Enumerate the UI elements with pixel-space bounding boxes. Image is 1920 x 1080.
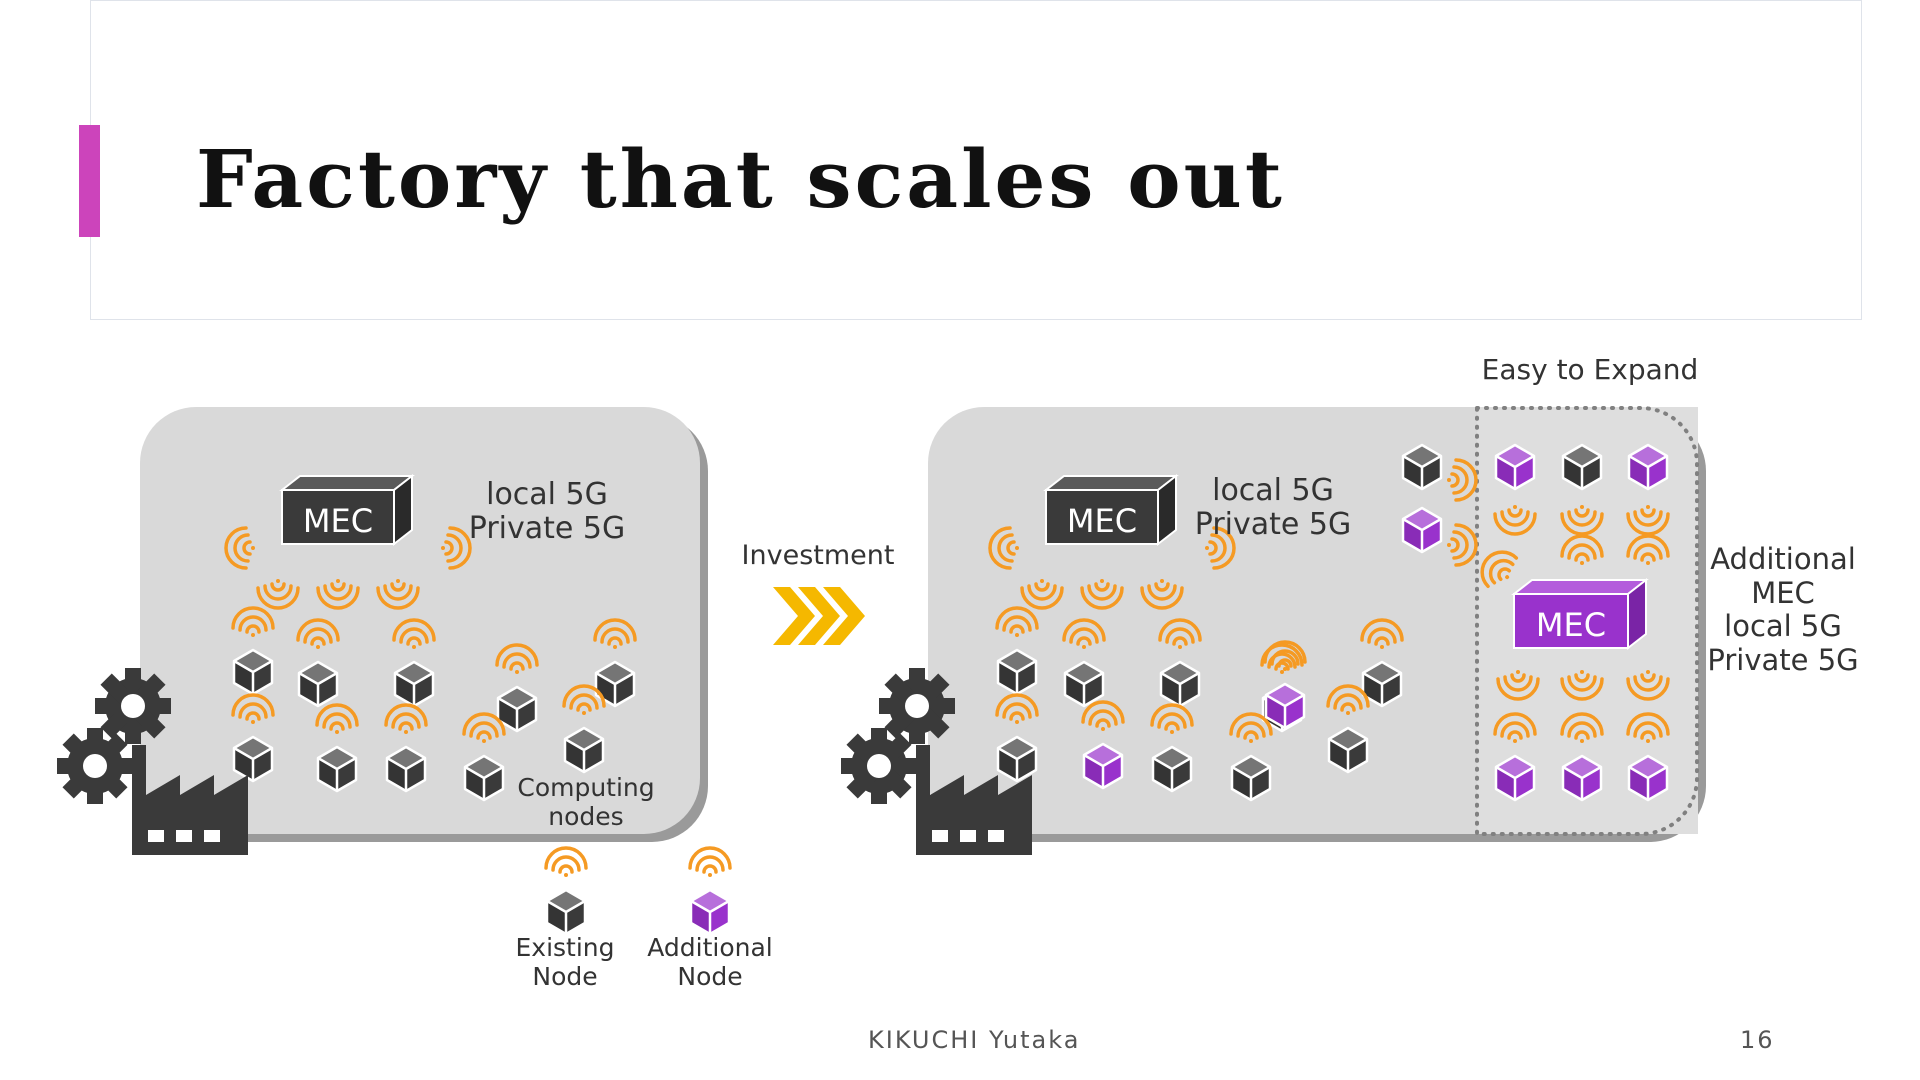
left-network-label: local 5G Private 5G [452, 477, 642, 547]
left-computing-nodes [231, 606, 637, 802]
legend-icons [544, 846, 732, 936]
cube-icon [996, 648, 1038, 696]
cube-icon [463, 754, 505, 802]
right-mec-label: MEC [1066, 502, 1138, 540]
legend-additional-label-line2: Node [677, 961, 743, 991]
title-area [90, 0, 1862, 320]
cube-icon [594, 660, 636, 708]
cube-icon [1401, 506, 1443, 554]
additional-mec-label-line4: Private 5G [1707, 642, 1859, 677]
left-mec-label: MEC [302, 502, 374, 540]
legend-additional-label: Additional Node [640, 933, 780, 992]
left-network-label-line1: local 5G [486, 477, 608, 512]
cube-icon [393, 660, 435, 708]
chevron-right-icon [773, 587, 815, 645]
computing-nodes-label-line1: Computing [517, 773, 655, 802]
cube-icon [1264, 682, 1306, 730]
right-network-label-line1: local 5G [1212, 473, 1334, 508]
cube-icon [1627, 443, 1669, 491]
legend-existing-label-line1: Existing [515, 933, 615, 962]
easy-to-expand-label: Easy to Expand [1481, 353, 1699, 386]
additional-mec-box [1511, 577, 1649, 651]
right-mec-box [1043, 473, 1179, 547]
cube-icon [496, 685, 538, 733]
legend-existing-label-line2: Node [532, 961, 598, 991]
cube-icon [1627, 754, 1669, 802]
cube-icon [996, 735, 1038, 783]
chevron-right-icon [823, 587, 865, 645]
left-mec-box [279, 473, 415, 547]
cube-icon [385, 745, 427, 793]
legend-existing-cube-icon [545, 888, 587, 936]
right-computing-nodes [995, 443, 1670, 802]
cube-icon [1561, 443, 1603, 491]
right-network-label: local 5G Private 5G [1178, 473, 1368, 543]
cube-icon [1151, 745, 1193, 793]
title-accent-bar [79, 125, 100, 237]
investment-label: Investment [741, 540, 895, 571]
cube-icon [1327, 726, 1369, 774]
right-network-label-line2: Private 5G [1194, 507, 1352, 543]
computing-nodes-label: Computing nodes [506, 773, 666, 832]
wifi-signal-icon [688, 846, 732, 879]
page-number: 16 [1740, 1026, 1775, 1054]
wifi-signal-icon [544, 846, 588, 879]
cube-icon [1230, 754, 1272, 802]
legend-existing-label: Existing Node [500, 933, 630, 992]
cube-icon [1063, 660, 1105, 708]
cube-icon [1082, 742, 1124, 790]
chevron-right-icon [798, 587, 840, 645]
cube-icon [1401, 443, 1443, 491]
slide-title: Factory that scales out [196, 132, 1285, 226]
legend-additional-label-line1: Additional [647, 933, 773, 962]
cube-icon [1494, 754, 1536, 802]
additional-mec-box-label: MEC [1535, 606, 1607, 644]
additional-mec-label-line3: local 5G [1724, 609, 1842, 644]
left-network-label-line2: Private 5G [468, 511, 626, 547]
cube-icon [1361, 660, 1403, 708]
additional-mec-label-line1: Additional [1710, 542, 1856, 576]
cube-icon [232, 648, 274, 696]
investment-arrow [773, 587, 865, 645]
computing-nodes-label-line2: nodes [548, 801, 624, 831]
cube-icon [1494, 443, 1536, 491]
cube-icon [297, 660, 339, 708]
cube-icon [1561, 754, 1603, 802]
additional-mec-label-line2: MEC [1751, 575, 1815, 610]
cube-icon [316, 745, 358, 793]
additional-mec-label: Additional MEC local 5G Private 5G [1698, 542, 1868, 678]
cube-icon [1159, 660, 1201, 708]
legend-additional-cube-icon [689, 888, 731, 936]
cube-icon [563, 726, 605, 774]
footer-author: KIKUCHI Yutaka [868, 1026, 1081, 1054]
cube-icon [232, 735, 274, 783]
